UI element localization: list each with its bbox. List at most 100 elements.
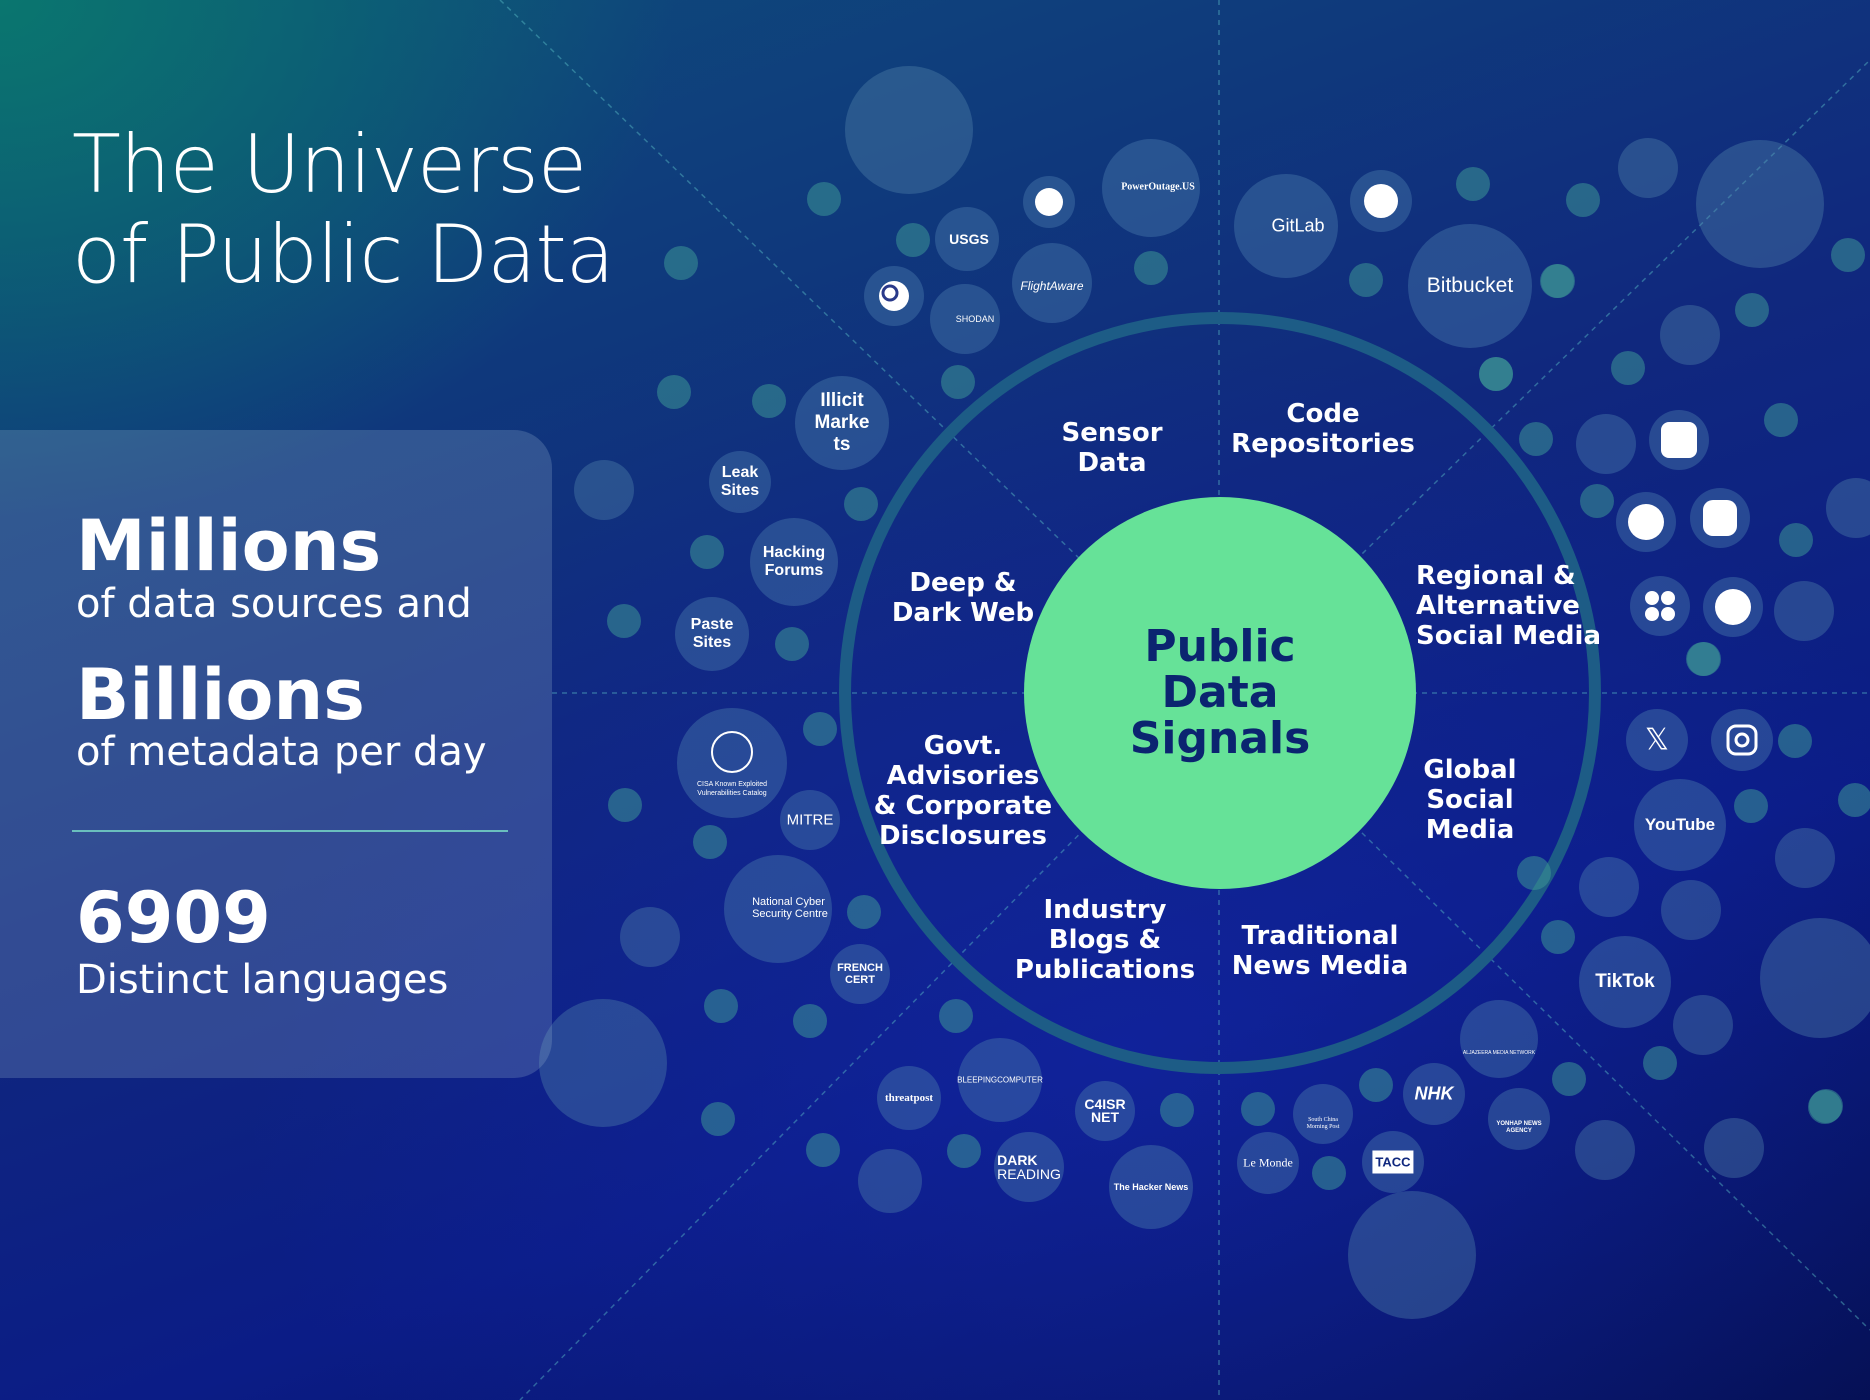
segment-text: Repositories [1231, 429, 1415, 459]
node-ncsc [724, 855, 832, 963]
vk-icon [1661, 422, 1697, 458]
usgs-logo: USGS [949, 231, 989, 247]
alert-icon [1035, 188, 1063, 216]
node-bleeping [958, 1038, 1042, 1122]
bitbucket-logo: Bitbucket [1426, 274, 1514, 297]
node-text: Sites [692, 634, 732, 651]
stat-millions-sub: of data sources and [76, 581, 472, 627]
yonhap-logo: YONHAP NEWS AGENCY [1496, 1121, 1541, 1135]
node-lemonde [1237, 1132, 1299, 1194]
segment-text: News Media [1231, 951, 1409, 981]
segment-text: Publications [1014, 955, 1196, 985]
center-circle [1024, 497, 1416, 889]
decorative-bubbles [539, 66, 1870, 1319]
segment-text: Code [1286, 399, 1360, 429]
segment-text: Alternative [1416, 591, 1580, 621]
shodan-logo: SHODAN [955, 314, 995, 324]
stat-billions-sub: of metadata per day [76, 729, 487, 775]
lemonde-logo: Le Monde [1243, 1155, 1293, 1170]
logo-text: FRENCH [837, 962, 883, 974]
poweroutage-logo: PowerOutage.US [1121, 181, 1195, 193]
segment-text: Social Media [1416, 621, 1601, 651]
node-x [1626, 709, 1688, 771]
bleepingcomputer-logo: BLEEPINGCOMPUTER [957, 1075, 1043, 1085]
gitlab-logo: GitLab [1271, 215, 1325, 236]
stats-panel [0, 430, 552, 1078]
segment-text: Blogs & [1048, 925, 1162, 955]
segment-text: Data [1077, 448, 1147, 478]
segment-global-social-media: Global Social Media [1423, 755, 1516, 845]
clover-icon [1645, 591, 1659, 605]
outer-ring [839, 312, 1601, 1074]
segment-regional-social-media: Regional & Alternative Social Media [1416, 561, 1601, 651]
stat-languages-sub: Distinct languages [76, 957, 449, 1003]
logo-text: Security Centre [752, 908, 828, 920]
tiktok-logo: TikTok [1595, 971, 1655, 992]
node-youtube [1634, 779, 1726, 871]
label-leak-sites: Leak Sites [721, 464, 759, 500]
github-icon [1364, 184, 1398, 218]
node-nhk [1403, 1063, 1465, 1125]
node-weibo [1576, 414, 1636, 474]
node-c4isr [1075, 1081, 1135, 1141]
mastodon-icon [1703, 500, 1737, 536]
node-text: Marke [814, 412, 870, 433]
logo-text: National Cyber [752, 896, 825, 908]
node-aljazeera [1460, 1000, 1538, 1078]
segment-govt-advisories: Govt. Advisories & Corporate Disclosures [874, 731, 1052, 851]
segment-text: Disclosures [878, 821, 1048, 851]
segment-text: & Corporate [873, 791, 1053, 821]
x-logo-icon: 𝕏 [1644, 723, 1670, 757]
d-icon [1715, 589, 1751, 625]
node-gitlab [1234, 174, 1338, 278]
node-threatpost [877, 1066, 941, 1130]
logo-text: NET [1090, 1109, 1119, 1125]
node-bitbucket [1408, 224, 1532, 348]
node-text: Paste [690, 616, 734, 633]
stat-millions: Millions [76, 505, 382, 587]
node-snapchat [1579, 857, 1639, 917]
c4isrnet-logo: C4ISR NET [1084, 1096, 1126, 1125]
segment-code-repositories: Code Repositories [1231, 399, 1415, 459]
logo-text: CERT [845, 974, 875, 986]
segment-traditional-news-media: Traditional News Media [1232, 921, 1409, 981]
node-mitre [780, 790, 840, 850]
segment-text: Govt. [923, 731, 1003, 761]
instagram-icon [1726, 724, 1758, 756]
youtube-logo: YouTube [1644, 815, 1716, 834]
node-text: Sites [720, 482, 760, 499]
stat-languages-count: 6909 [76, 877, 271, 959]
hackernews-logo: The Hacker News [1113, 1182, 1189, 1192]
node-hacking-forums [750, 518, 838, 606]
darkreading-logo: DARK READING [997, 1153, 1061, 1181]
segment-text: Advisories [886, 761, 1040, 791]
segment-text: Global [1423, 755, 1517, 785]
node-frenchcert [830, 944, 890, 1004]
page-title: The Universe of Public Data [72, 120, 615, 300]
label-illicit-markets: Illicit Marke ts [815, 390, 870, 456]
tass-logo: TACC [1372, 1150, 1414, 1174]
stats-divider [72, 830, 508, 832]
aljazeera-logo: ALJAZEERA MEDIA NETWORK [1462, 1050, 1536, 1056]
node-tiktok [1579, 936, 1671, 1028]
node-flightaware [1012, 243, 1092, 323]
node-shodan [930, 284, 1000, 354]
cisa-logo: CISA Known Exploited Vulnerabilities Cat… [697, 780, 767, 798]
node-text: Leak [721, 464, 759, 481]
node-cisa [677, 708, 787, 818]
logo-text: YONHAP NEWS [1496, 1121, 1542, 1127]
node-illicit-markets [795, 376, 889, 470]
scmp-logo: South China Morning Post [1307, 1117, 1340, 1131]
logo-text: READING [997, 1166, 1061, 1182]
cisa-seal-icon [711, 731, 753, 773]
logo-text: C4ISR [1084, 1096, 1126, 1112]
logo-text: South China [1308, 1117, 1338, 1123]
segment-sensor-data: Sensor Data [1061, 418, 1162, 478]
logo-text: DARK [997, 1152, 1038, 1168]
node-text: ts [833, 434, 851, 455]
telegram-icon [1628, 504, 1664, 540]
node-usgs [935, 207, 999, 271]
segment-text: Dark Web [891, 598, 1035, 628]
node-hackernews [1109, 1145, 1193, 1229]
segment-industry-blogs: Industry Blogs & Publications [1015, 895, 1195, 985]
